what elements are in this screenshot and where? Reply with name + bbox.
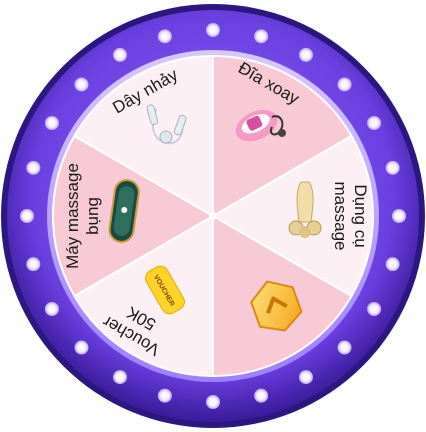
- label-bung: bụng: [83, 197, 102, 235]
- rim-bulb: [367, 302, 382, 316]
- rim-bulb: [367, 116, 382, 130]
- rim-bulb: [299, 47, 313, 62]
- rim-bulb: [44, 302, 59, 316]
- rim-bulb: [206, 395, 220, 409]
- gold-badge-icon: [250, 280, 303, 332]
- rim-bulb: [26, 160, 41, 175]
- rim-bulb: [20, 209, 34, 223]
- wheel-segment-1: [211, 134, 374, 298]
- rim-bulb: [157, 29, 172, 44]
- label-dung-cu: Dụng cụ: [351, 184, 370, 247]
- rim-bulb: [385, 257, 400, 272]
- rim-bulb: [392, 209, 406, 223]
- rim-bulb: [113, 370, 127, 385]
- rim-bulb: [74, 77, 89, 92]
- jump-rope-icon: [146, 104, 187, 145]
- rim-bulb: [385, 160, 400, 175]
- label-may-massage: Máy massage: [63, 163, 82, 269]
- rim-bulb: [113, 47, 127, 62]
- segment-label-4: Máy massage bụng: [63, 163, 102, 269]
- rim-bulb: [254, 29, 269, 44]
- wheel-hub: [209, 212, 217, 220]
- rim-bulb: [299, 370, 313, 385]
- rim-bulb: [157, 388, 172, 403]
- spinning-disc-icon: [235, 109, 286, 142]
- label-massage: massage: [331, 182, 350, 251]
- voucher-icon: VOUCHER: [145, 265, 185, 315]
- ab-massager-icon: [108, 179, 140, 243]
- rim-bulbs: [20, 23, 406, 409]
- rim-bulb: [337, 340, 352, 355]
- rim-bulb: [206, 23, 220, 37]
- rim-bulb: [254, 388, 269, 403]
- wheel-segment-5: [73, 54, 214, 218]
- segment-label-1: Dụng cụ massage: [331, 182, 370, 251]
- rim-bulb: [74, 340, 89, 355]
- rim-bulb: [337, 77, 352, 92]
- wheel-segment-3: [73, 214, 214, 378]
- rim-bulb: [26, 257, 41, 272]
- massage-tool-icon: [288, 181, 322, 238]
- rim-bulb: [44, 116, 59, 130]
